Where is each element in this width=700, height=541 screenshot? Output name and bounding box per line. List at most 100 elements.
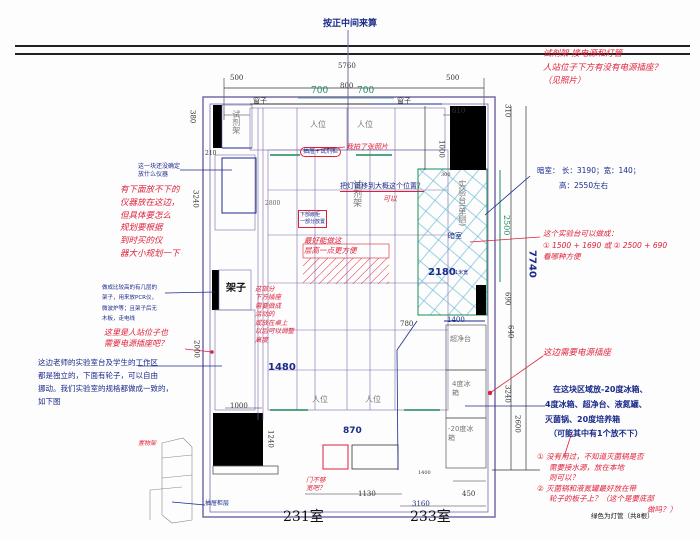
- sterilizer-note: ① 没有用过，不知道灭菌锅是否 需要接水源，放在本地 则可以？ ② 灭菌锅和液氮…: [537, 452, 677, 515]
- reagent-rack-label: 试剂架: [231, 110, 241, 134]
- bench-single-label: 实验台(单侧): [457, 180, 467, 227]
- move-light-note: 把灯管移到大概这个位置？: [340, 182, 424, 193]
- note-line: 以后可以调整: [255, 327, 294, 336]
- note-line: 需要做成: [255, 301, 281, 310]
- dim-bottom-1130: 1130: [358, 490, 376, 498]
- note-line: ① 没有用过，不知道灭菌锅是否: [537, 452, 644, 461]
- dim-middle: 2800: [265, 200, 281, 207]
- dim-overall-height: 7740: [526, 250, 538, 278]
- shelf-label: 架子: [226, 283, 246, 294]
- dim-left-side: 3240: [191, 190, 200, 208]
- dim-small-1400: 1400: [418, 470, 431, 476]
- dim-center: 800: [340, 82, 354, 90]
- note-line: 这里是人站位子也: [104, 328, 168, 337]
- note-line: 木板，走电线: [102, 316, 136, 323]
- workbench-note: 这边老师的实验室台及学生的工作区 都是独立的，下面有轮子，可以自由 挪动。我们实…: [38, 356, 173, 409]
- note-line: 到时买的仪: [120, 236, 163, 246]
- dim-right-light: 700: [357, 86, 375, 96]
- dim-left-gap: 210: [205, 150, 217, 157]
- fridge-minus20-label: -20度冰箱: [448, 425, 474, 443]
- note-line: 都是独立的，下面有轮子，可以自由: [38, 371, 158, 381]
- dim-right-2600: 2600: [513, 415, 522, 433]
- note-line: 活动的: [255, 310, 275, 319]
- window-right-label: 窗子: [397, 97, 411, 105]
- dim-right-upper: 1000: [437, 140, 446, 158]
- note-line: 这一块还没确定: [138, 163, 181, 170]
- note-line: 但具体要怎么: [120, 210, 172, 221]
- darkroom-spec: 暗室： 长：3190；宽：140； 高：2550左右: [537, 163, 640, 193]
- page-title: 按正中间来算: [323, 19, 378, 29]
- dim-780: 780: [400, 320, 414, 328]
- lower-cabinet-note: 下部嵌柜 一部分放置: [298, 210, 328, 228]
- undecided-note: 这一块还没确定 放什么仪器: [138, 163, 180, 179]
- seat-label: 人位: [365, 395, 381, 404]
- note-line: 做吗？）: [647, 504, 677, 514]
- dim-left-bottom-width: 1000: [230, 402, 248, 410]
- equipment-area-note: 在这块区域放-20度冰箱、 4度冰箱、超净台、液氮罐、 灭菌锅、20度培养箱 （…: [545, 383, 648, 442]
- dim-darkroom-to-bench: 2180: [428, 267, 456, 278]
- drawer-label: 抽屉+试剂柜: [300, 147, 342, 158]
- note-line: 宽吧？: [306, 484, 326, 493]
- note-line: 需要电源插座吧？: [104, 338, 168, 348]
- green-legend: 绿色为灯管（共8根）: [591, 512, 654, 520]
- note-line: 则可以？: [549, 473, 579, 482]
- note-line: 看哪种方便: [543, 252, 581, 262]
- note-line: 有下面放不下的: [120, 185, 180, 195]
- dim-clean-bench: 1400: [447, 316, 465, 324]
- ok-note: 可以: [383, 195, 397, 203]
- sketch-top-label: 置物架: [138, 440, 157, 447]
- note-line: 下方插座: [255, 293, 281, 302]
- clean-bench-label: 超净台: [450, 335, 471, 343]
- left-instruments-note: 有下面放不下的 仪器放在这边， 但具体要怎么 规划要根据 到时买的仪 器大小规划…: [120, 184, 180, 261]
- note-line: 器大小规划一下: [120, 248, 180, 259]
- note-line: 试剂架 接电源和灯管: [543, 49, 623, 59]
- note-line: （见照片）: [543, 76, 586, 87]
- note-line: 架子，用来放PCR仪，: [102, 295, 157, 302]
- bench-socket-note: 这部分 下方插座 需要做成 活动的 或放在桌上 以后可以调整 高度: [255, 285, 294, 344]
- dim-bench-1480: 1480: [268, 362, 296, 373]
- side-socket-note: 这边需要电源插座: [543, 348, 612, 358]
- note-line: 这部分: [255, 285, 275, 293]
- room-231-label: 231室: [283, 509, 324, 525]
- note-line: 这边老师的实验室台及学生的工作区: [38, 358, 158, 367]
- note-line: 微波炉等；且架子后无: [102, 305, 158, 312]
- note-line: 人站位子下方有没有电源插座？: [543, 62, 663, 73]
- dim-bottom-450: 450: [462, 490, 476, 498]
- sketch-bottom-label: 抽屉柜层: [205, 500, 230, 507]
- note-line: 灭菌锅、20度培养箱: [545, 414, 621, 424]
- higher-note: 最好能做这 层高一点更方便: [304, 236, 357, 256]
- note-line: ① 1500 + 1690 或 ② 2500 + 690: [543, 240, 668, 250]
- shelf-note: 做成比较高的有几层的 架子，用来放PCR仪， 微波炉等；且架子后无 木板，走电线: [102, 283, 157, 325]
- note-line: 规划要根据: [120, 223, 163, 234]
- dim-left-2000: 2000: [192, 340, 201, 358]
- note-line: 最好能做这: [304, 236, 342, 245]
- seat-label: 人位: [312, 395, 328, 404]
- note-line: 高：2550左右: [559, 181, 609, 190]
- seat-label: 人位: [357, 120, 373, 129]
- one-meter-label: 1米宽: [455, 270, 469, 276]
- note-line: 做成比较高的有几层的: [102, 285, 158, 291]
- note-line: 放什么仪器: [138, 171, 169, 179]
- room-233-label: 233室: [410, 509, 451, 525]
- note-line: 挪动。我们实验室的规格都做成一致的，: [38, 384, 173, 394]
- dim-top-right: 310: [503, 104, 512, 118]
- note-line: 在这块区域放-20度冰箱、: [553, 385, 648, 394]
- dim-left-margin: 500: [230, 74, 244, 82]
- note-line: 暗室： 长：3190；宽：140；: [537, 166, 641, 175]
- dim-door-870: 870: [343, 426, 362, 436]
- note-line: 门不够: [306, 476, 326, 484]
- note-line: 高度: [255, 335, 268, 344]
- dim-left-bottom-height: 1240: [266, 430, 275, 448]
- note-line: 仪器放在这边，: [120, 197, 180, 208]
- dim-darkroom-length: 2500: [501, 215, 511, 236]
- dim-left-top: 380: [188, 110, 197, 124]
- note-line: 这个实验台可以做成：: [543, 229, 618, 238]
- note-line: 或放在桌上: [255, 318, 288, 327]
- note-line: （可能其中有1个放不下）: [549, 429, 643, 439]
- dim-total-width: 5760: [338, 62, 356, 70]
- seat-label: 人位: [310, 120, 326, 129]
- dim-right-3240: 3240: [503, 385, 512, 403]
- bench-options-note: 这个实验台可以做成： ① 1500 + 1690 或 ② 2500 + 690 …: [543, 228, 667, 263]
